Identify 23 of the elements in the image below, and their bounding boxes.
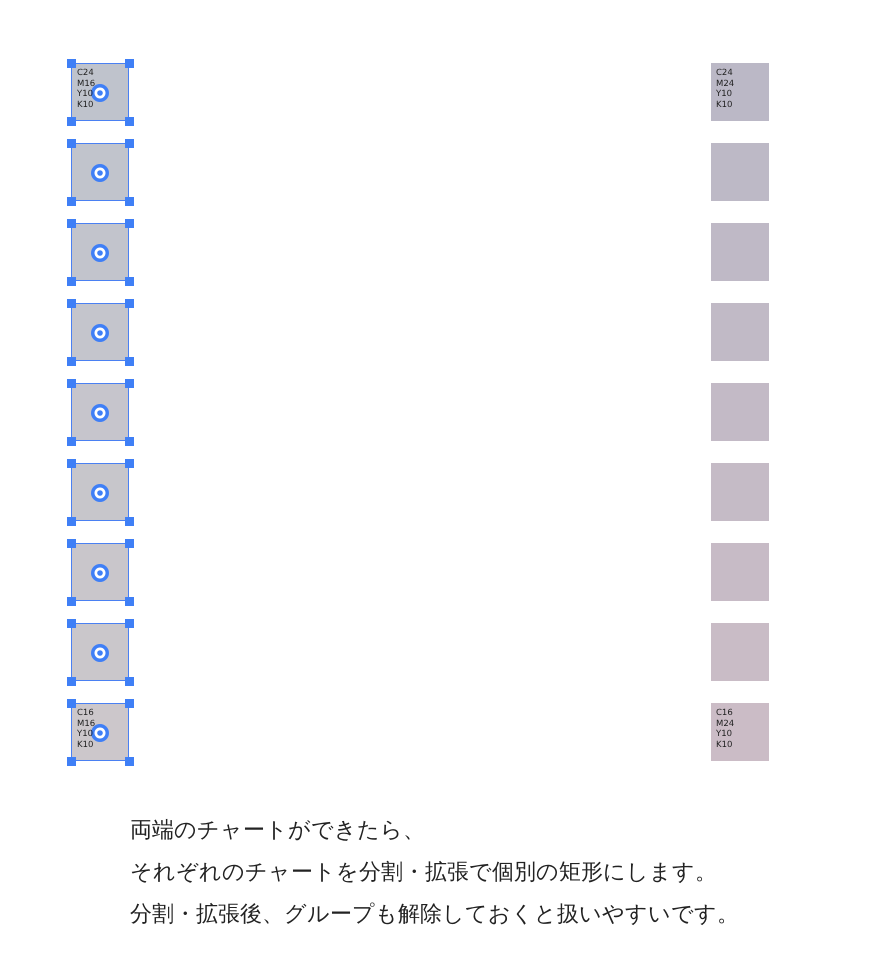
color-swatch <box>71 383 129 441</box>
instruction-text: 両端のチャートができたら、 <box>130 817 425 845</box>
instruction-text: それぞれのチャートを分割・拡張で個別の矩形にします。 <box>130 859 717 887</box>
color-swatch <box>71 143 129 201</box>
cmyk-values: C16 M24 Y10 K10 <box>716 708 734 750</box>
color-swatch <box>711 463 769 521</box>
color-swatch <box>71 303 129 361</box>
color-swatch <box>711 703 769 761</box>
color-swatch <box>711 223 769 281</box>
color-swatch <box>711 303 769 361</box>
color-swatch <box>711 623 769 681</box>
instruction-text: 分割・拡張後、グループも解除しておくと扱いやすいです。 <box>130 901 739 929</box>
color-swatch <box>711 63 769 121</box>
color-swatch <box>711 383 769 441</box>
cmyk-values: C24 M24 Y10 K10 <box>716 68 734 110</box>
color-swatch <box>71 623 129 681</box>
color-swatch <box>711 543 769 601</box>
color-swatch <box>711 143 769 201</box>
color-swatch <box>71 463 129 521</box>
color-swatch <box>71 223 129 281</box>
color-swatch <box>71 703 129 761</box>
color-swatch <box>71 63 129 121</box>
color-swatch <box>71 543 129 601</box>
